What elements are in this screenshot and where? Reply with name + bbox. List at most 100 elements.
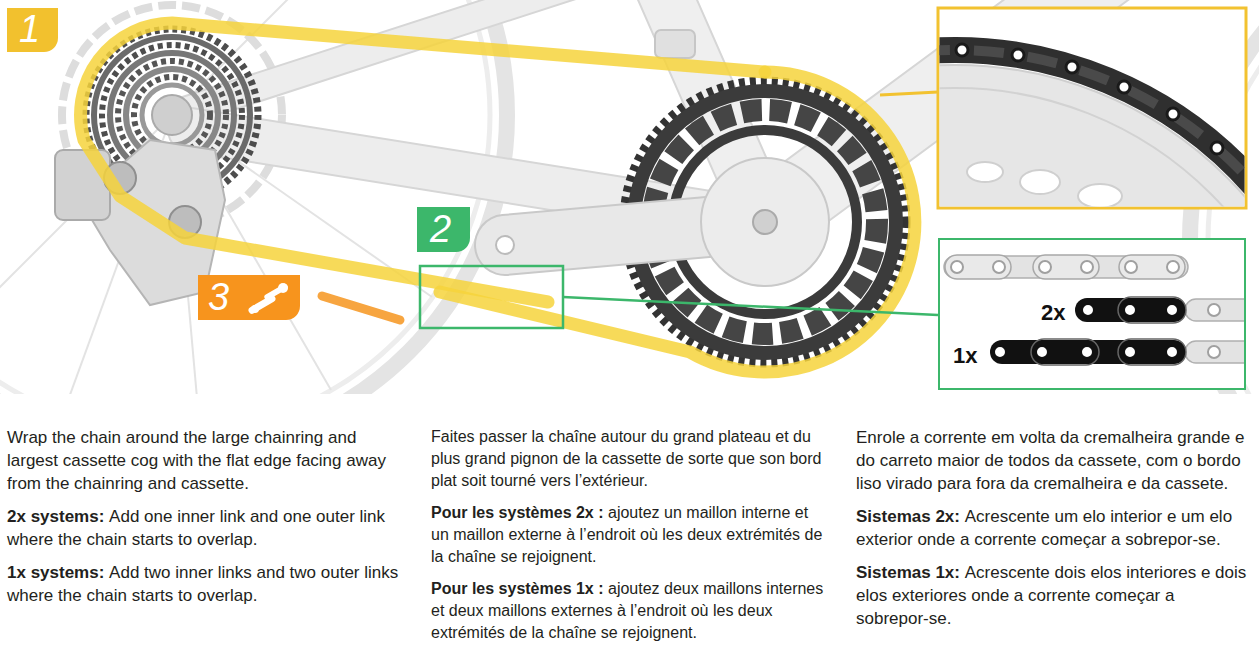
system-heading: Sistemas 2x: [856,507,960,526]
chain-row-1x [1208,346,1220,358]
instruction-paragraph: 2x systems:Add one inner link and one ou… [7,505,401,551]
instruction-paragraph: Sistemas 1x:Acrescente dois elos interio… [856,561,1250,630]
chain-closeup-inset [940,50,1245,193]
chain-row-1x [994,346,1178,358]
rear-wheel [0,0,485,394]
chain-row-reference [1167,261,1179,273]
instruction-text: Faites passer la chaîne autour du grand … [431,428,822,489]
chain-row-1x [1118,339,1186,365]
chain-row-reference [1125,261,1137,273]
chain-row-2x [1166,304,1178,316]
chain-row-2x [1075,298,1186,322]
system-label: 1x [953,343,977,369]
system-label: 2x [1041,300,1065,326]
overlap-marker [420,266,938,328]
system-heading: 1x systems: [7,563,104,582]
link-count-inset [938,238,1255,390]
chain-row-reference [951,261,1179,273]
instruction-paragraph: 1x systems:Add two inner links and two o… [7,561,401,607]
rear-wheel [0,0,490,394]
instruction-paragraph: Sistemas 2x:Acrescente um elo interior e… [856,505,1250,551]
chain-row-reference [944,256,1188,278]
crank-arm [496,236,514,254]
bike-frame [655,30,695,58]
chain-closeup-inset [940,50,1245,193]
callout-number: 3 [208,276,229,318]
rear-wheel [0,0,507,394]
chain-closeup-inset [1020,170,1060,194]
chain-row-1x [994,346,1006,358]
chain-row-reference [993,261,1005,273]
chain-row-reference [944,255,1188,279]
cassette [134,77,210,153]
instruction-paragraph: Faites passer la chaîne autour du grand … [431,426,825,492]
instruction-paragraph: Pour les systèmes 2x :ajoutez un maillon… [431,502,825,568]
chain-row-1x [1124,346,1136,358]
overlap-marker [420,266,563,328]
chain-closeup-inset [967,162,1003,182]
chain-closeup-inset [956,44,1223,154]
chain-row-1x [990,340,1186,364]
extra-links-mark [322,296,400,320]
chain-path-highlight [81,23,915,372]
chain-row-2x [1082,304,1178,316]
chain-closeup-inset [1167,108,1179,120]
cassette [142,85,202,145]
chain-closeup-inset [1211,142,1223,154]
text-column: Faites passer la chaîne autour du grand … [431,426,825,654]
chain-row-reference [945,255,1011,279]
chain-row-reference [951,261,963,273]
closeup-leader [880,92,938,95]
chainring [673,130,857,314]
instruction-paragraph: Wrap the chain around the large chainrin… [7,426,401,495]
chain-row-2x [1208,304,1220,316]
chain-row-1x [1166,346,1178,358]
chain-row-2x [1075,297,1245,323]
chain-path-highlight [81,23,765,302]
chain-row-reference [1081,261,1093,273]
chain-row-2x [1118,297,1186,323]
chain-closeup-inset [956,44,968,56]
chain-closeup-inset [1012,49,1024,61]
chain-closeup-inset [1078,184,1122,207]
instruction-text: Enrole a corrente em volta da cremalheir… [856,428,1244,493]
extra-links-mark [322,296,400,320]
chain-closeup-inset [570,8,1259,657]
text-column: Wrap the chain around the large chainrin… [7,426,401,617]
instruction-paragraph: Pour les systèmes 1x :ajoutez deux maill… [431,578,825,644]
chain-row-reference [1119,255,1185,279]
chain-tool-icon [245,279,295,317]
crank-arm [753,210,777,234]
callout-badge: 3 [198,275,300,320]
callout-number: 2 [430,208,451,250]
callout-badge: 1 [7,8,58,52]
chain-row-1x [1185,341,1245,363]
chain-tool-icon [278,283,288,293]
chain-row-2x [1185,299,1245,321]
chain-tool-icon [251,305,259,313]
link-count-inset: 2x 1x [938,238,1246,390]
chain-closeup-inset [1118,81,1130,93]
chain-row-reference [1033,255,1099,279]
rear-wheel [0,0,507,394]
chain-row-2x [1124,304,1136,316]
chain-row-2x [1082,304,1094,316]
crank-arm [701,158,829,286]
instruction-text: Wrap the chain around the large chainrin… [7,428,386,493]
chain-row-1x [1031,339,1099,365]
cassette [152,95,192,135]
system-heading: Pour les systèmes 1x : [431,580,604,597]
chain-closeup-inset [1066,61,1078,73]
callout-number: 1 [19,8,40,50]
system-heading: Pour les systèmes 2x : [431,504,604,521]
chain-row-1x [1036,346,1048,358]
overlap-marker [563,297,938,315]
closeup-leader [880,92,938,95]
chain-row-reference [1039,261,1051,273]
chain-closeup-inset [940,44,1245,207]
chain-row-1x [1081,346,1093,358]
callout-badge: 2 [417,207,470,252]
link-count-inset [944,255,1245,365]
text-column: Enrole a corrente em volta da cremalheir… [856,426,1250,640]
